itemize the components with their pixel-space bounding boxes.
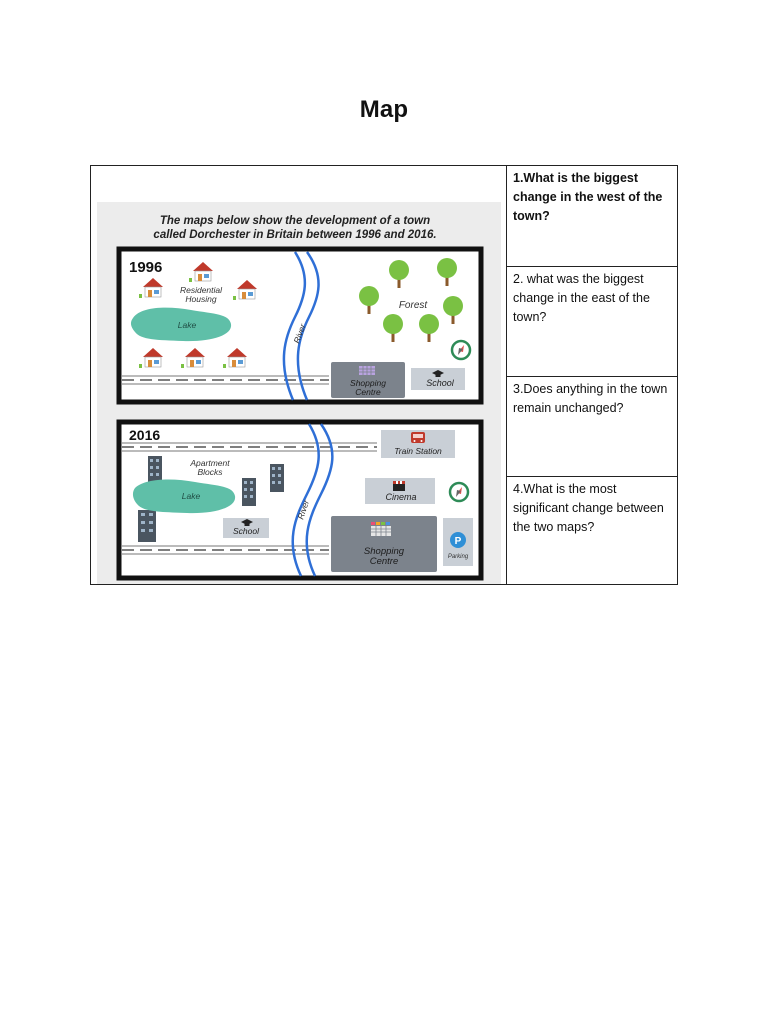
parking-label: Parking: [448, 554, 469, 560]
question-3: 3.Does anything in the town remain uncha…: [507, 377, 677, 477]
map-2016-year: 2016: [129, 427, 160, 443]
lake-label-1996: Lake: [178, 320, 197, 330]
question-1: 1.What is the biggest change in the west…: [507, 166, 677, 267]
map-1996: 1996: [116, 246, 484, 405]
road-2016-top: [122, 442, 377, 452]
parking-symbol: P: [455, 536, 462, 547]
school-label-2016: School: [233, 526, 260, 536]
lake-label-2016: Lake: [182, 491, 201, 501]
apartment-label-line-1: Apartment: [189, 458, 230, 468]
apartment-block-icon: [270, 464, 284, 492]
caption-line-2: called Dorchester in Britain between 199…: [153, 229, 436, 241]
residential-label-line-2: Housing: [185, 294, 216, 304]
school-1996: [411, 368, 465, 390]
question-2: 2. what was the biggest change in the ea…: [507, 267, 677, 377]
school-label-1996: School: [426, 378, 455, 388]
shopping-cart-icon: [371, 522, 391, 536]
shopping-label-1996-line-1: Shopping: [350, 378, 386, 388]
tree-icon: [359, 286, 379, 314]
parking-icon: [450, 532, 466, 548]
shopping-label-2016-line-2: Centre: [370, 556, 399, 567]
cinema-label: Cinema: [385, 492, 416, 502]
shopping-cart-icon: [359, 366, 375, 375]
film-clapper-icon: [393, 481, 405, 491]
compass-icon: [448, 481, 470, 503]
house-icon: [181, 348, 205, 368]
river-2016: [291, 423, 334, 577]
house-icon: [223, 348, 247, 368]
house-icon: [189, 262, 213, 282]
apartment-block-icon: [138, 510, 156, 542]
tree-icon: [389, 260, 409, 288]
map-2016: 2016: [116, 419, 484, 581]
apartment-block-icon: [242, 478, 256, 506]
map-cell: The maps below show the development of a…: [91, 166, 507, 584]
apartment-block-icon: [148, 456, 162, 484]
shopping-label-1996-line-2: Centre: [355, 387, 381, 397]
graduation-cap-icon: [432, 370, 444, 377]
lake-2016: [132, 479, 236, 514]
train-icon: [411, 432, 425, 443]
house-icon: [139, 348, 163, 368]
worksheet-table: The maps below show the development of a…: [90, 165, 678, 585]
compass-icon: [450, 339, 472, 361]
shopping-centre-1996: [331, 362, 405, 398]
house-icon: [139, 278, 163, 298]
residential-label-line-1: Residential: [180, 285, 223, 295]
graduation-cap-icon: [241, 519, 253, 526]
question-4: 4.What is the most significant change be…: [513, 482, 664, 534]
shopping-label-2016-line-1: Shopping: [364, 546, 405, 557]
road-1996: [122, 375, 329, 385]
page-title: Map: [359, 96, 409, 123]
map-1996-year: 1996: [129, 259, 162, 276]
questions-column: 1.What is the biggest change in the west…: [507, 166, 677, 584]
house-icon: [233, 280, 257, 300]
caption-line-1: The maps below show the development of a…: [160, 215, 430, 227]
apartment-label-line-2: Blocks: [197, 467, 223, 477]
tree-icon: [383, 314, 403, 342]
town-maps-figure: The maps below show the development of a…: [97, 202, 501, 584]
school-2016: [223, 518, 269, 538]
tree-icon: [419, 314, 439, 342]
tree-icon: [443, 296, 463, 324]
tree-icon: [437, 258, 457, 286]
river-1996: [282, 251, 320, 401]
train-station-label: Train Station: [394, 446, 442, 456]
shopping-centre-2016: [331, 516, 437, 572]
maps-svg: The maps below show the development of a…: [116, 215, 484, 581]
forest-label: Forest: [399, 300, 429, 311]
lake-1996: [130, 307, 232, 342]
